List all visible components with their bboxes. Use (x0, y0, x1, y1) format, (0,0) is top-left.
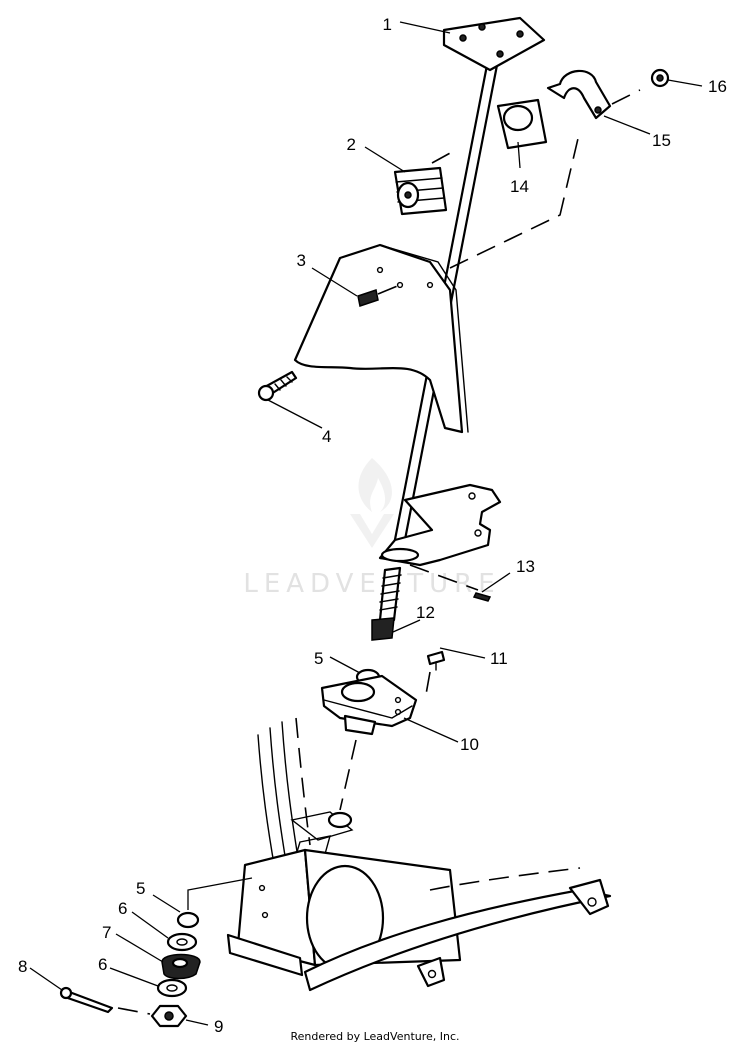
callout-1-leader (399, 21, 451, 34)
dash-panel (293, 243, 469, 434)
part-5-washer-lower (152, 877, 253, 929)
watermark-flame-icon (350, 458, 394, 548)
watermark: LEADVENTURE (243, 458, 500, 599)
callout-6-upper: 6 (118, 899, 127, 918)
frame-assembly (226, 717, 612, 992)
part-14-bushing (496, 98, 548, 169)
part-12-coupler (371, 566, 421, 641)
callout-9: 9 (214, 1017, 223, 1036)
part-13-pin (472, 572, 511, 602)
part-2-bushing (364, 146, 453, 216)
part-16-nut (650, 68, 703, 88)
watermark-text: LEADVENTURE (243, 569, 500, 599)
part-6-washer-b (109, 967, 188, 998)
callout-7: 7 (102, 923, 111, 942)
callout-4: 4 (322, 427, 331, 446)
callout-8: 8 (18, 957, 27, 976)
footer-credit: Rendered by LeadVenture, Inc. (290, 1030, 460, 1043)
callout-15: 15 (652, 131, 671, 150)
part-1-steering-plate (442, 16, 546, 72)
part-7-castle-nut (115, 933, 201, 980)
part-4-bolt (257, 370, 323, 429)
callout-1: 1 (383, 15, 392, 34)
callout-11: 11 (490, 649, 508, 668)
callout-5-lower: 5 (136, 879, 145, 898)
callout-3: 3 (297, 251, 306, 270)
callout-6-lower: 6 (98, 955, 107, 974)
part-8-cotter-pin (29, 967, 151, 1015)
part-15-clamp (546, 69, 651, 135)
mounting-bracket (378, 483, 502, 591)
callout-10: 10 (460, 735, 479, 754)
callout-12: 12 (416, 603, 435, 622)
part-11-screw (424, 647, 486, 701)
callout-14: 14 (510, 177, 529, 196)
part-3-screw (311, 267, 401, 307)
callout-5-upper: 5 (314, 649, 323, 668)
part-10-housing (320, 674, 459, 829)
callout-2: 2 (347, 135, 356, 154)
callout-labels: 1 2 3 4 5 5 6 6 7 8 9 10 11 12 13 14 15 … (18, 15, 727, 1036)
callout-13: 13 (516, 557, 535, 576)
callout-16: 16 (708, 77, 727, 96)
part-9-nut (150, 1004, 209, 1028)
part-6-washer-a (131, 911, 198, 952)
assembly-line (449, 129, 581, 269)
